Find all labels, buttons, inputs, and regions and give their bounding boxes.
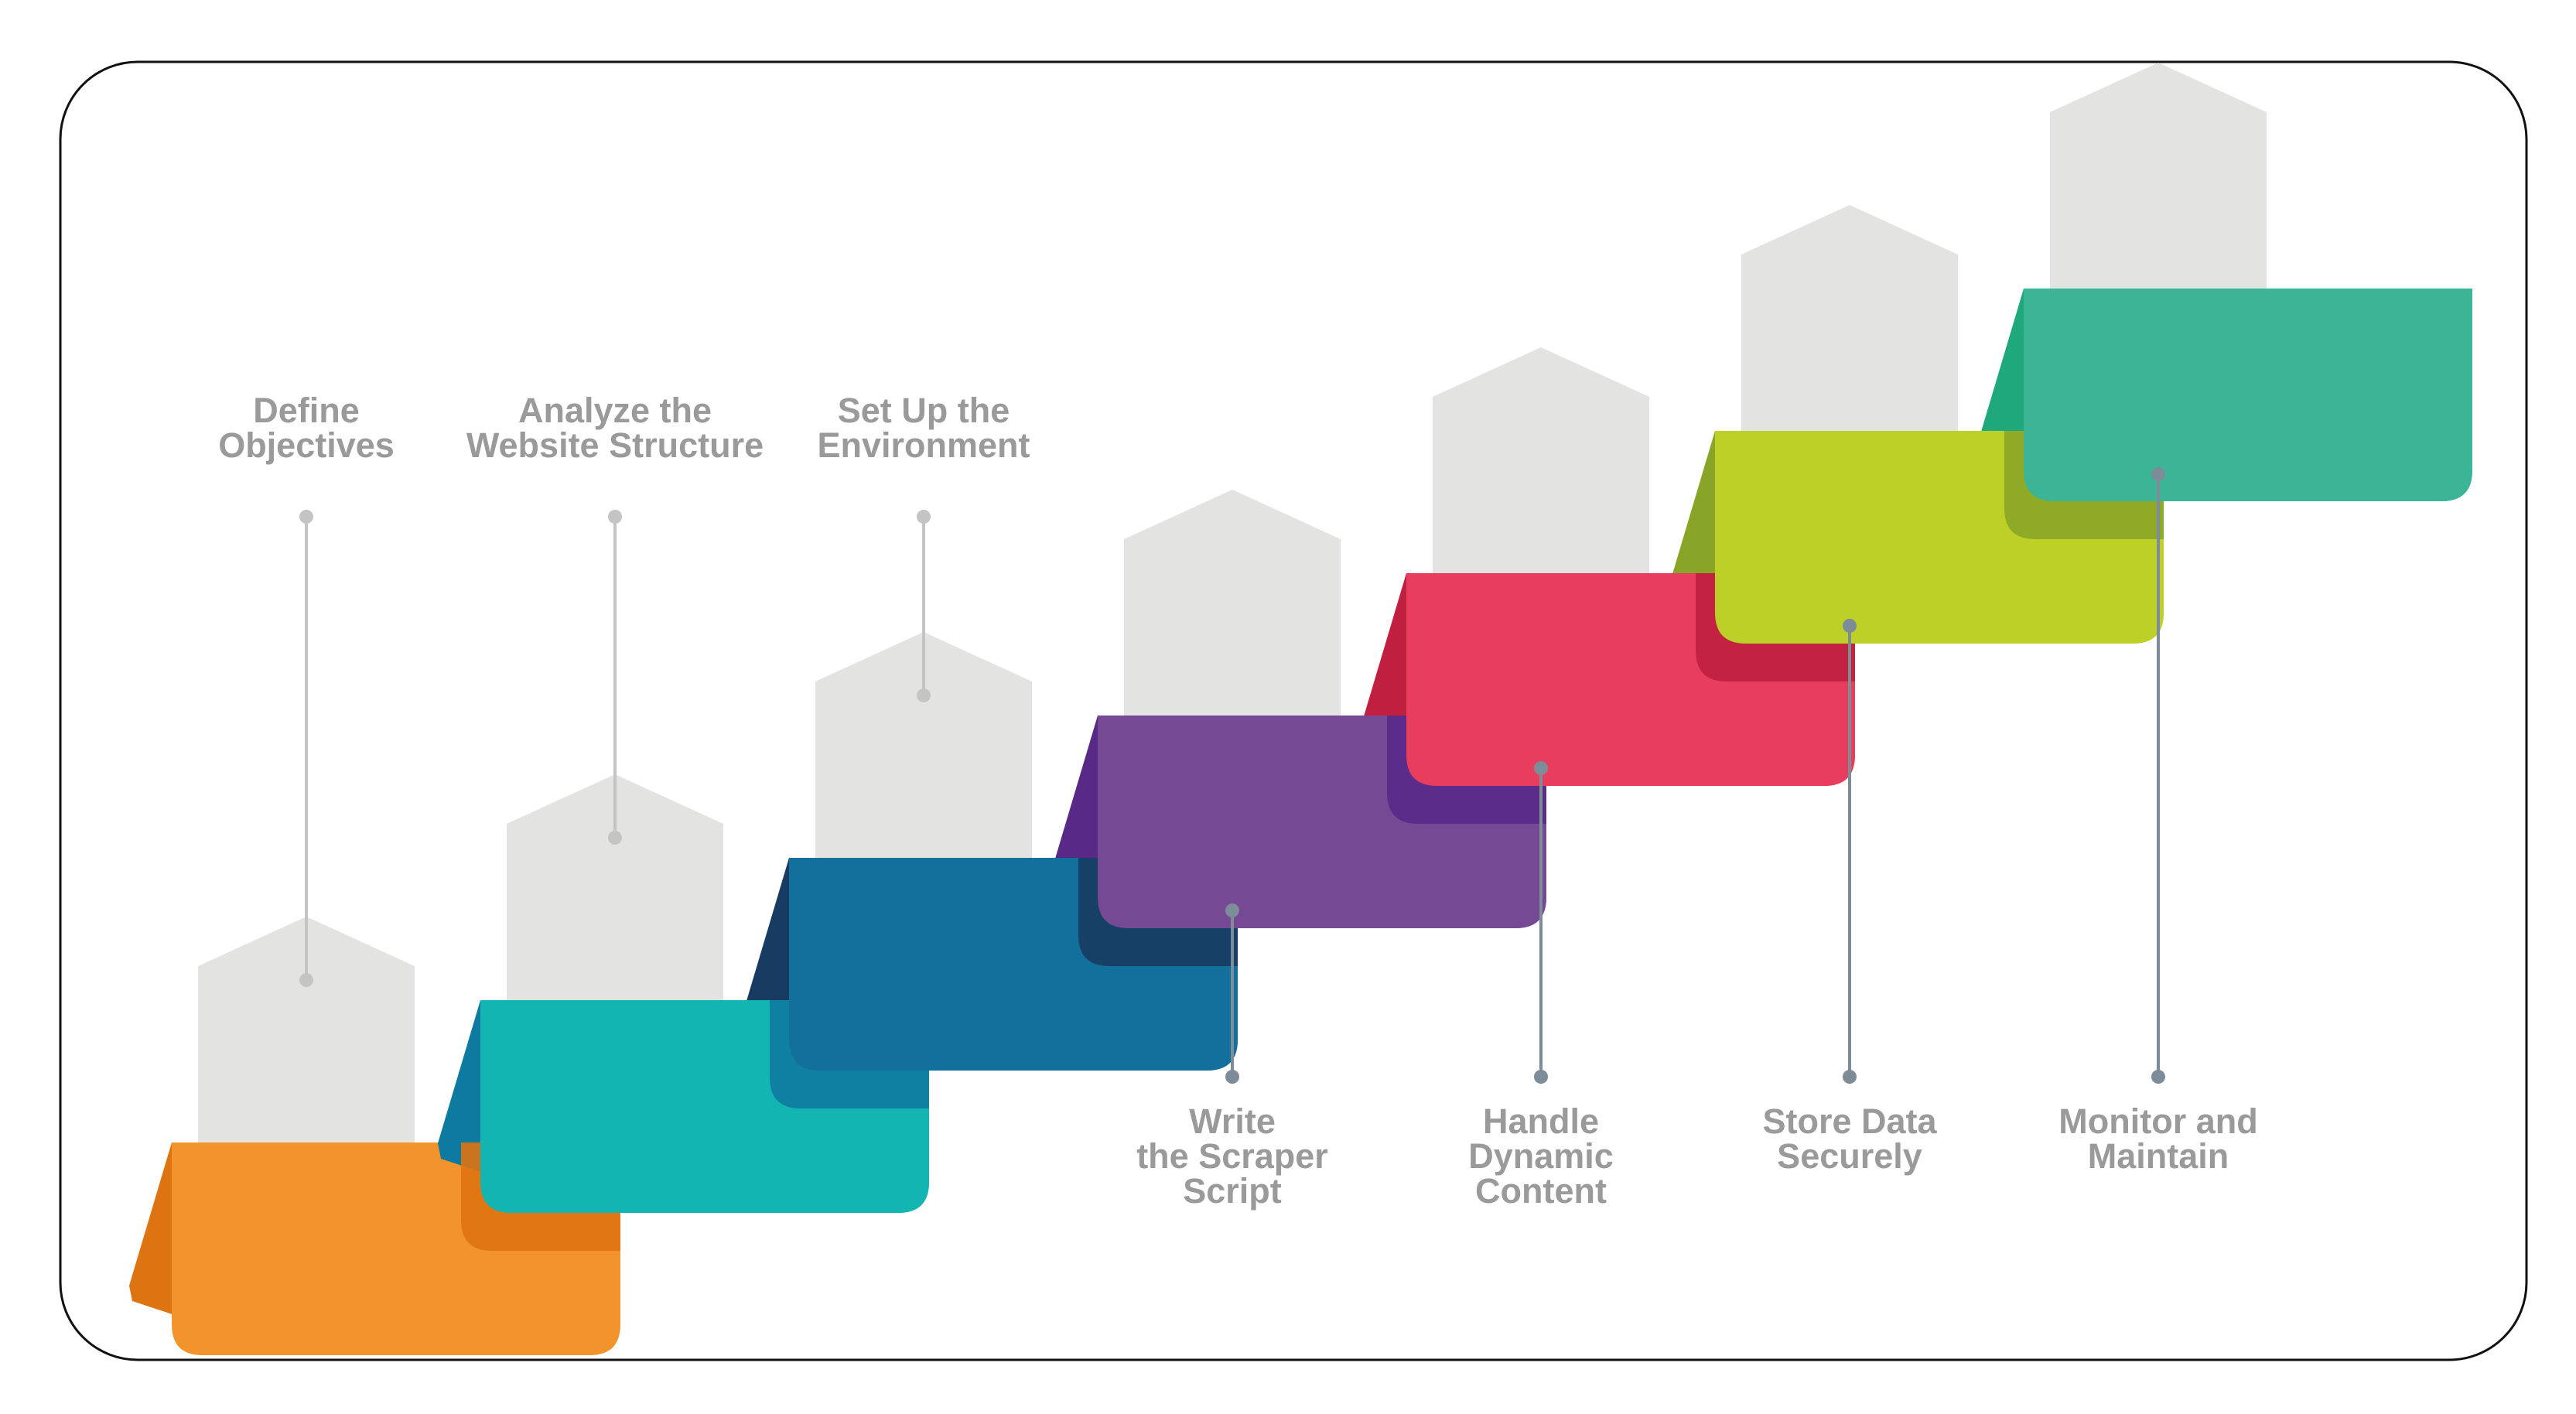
step-1-connector-dot-bottom: [299, 973, 313, 987]
step-1-label-line: Define: [253, 391, 360, 430]
step-3-connector-dot-bottom: [917, 688, 931, 702]
step-2-ghost-pentagon: [507, 774, 723, 1000]
step-6-ghost-pentagon: [1741, 205, 1958, 431]
step-4-ghost-pentagon: [1124, 490, 1341, 716]
step-1-ghost-pentagon: [198, 917, 415, 1142]
step-3-ghost-pentagon: [815, 632, 1032, 858]
step-4-connector-dot-bottom: [1225, 1070, 1239, 1084]
step-5-label-line: Dynamic: [1468, 1136, 1614, 1176]
frame-border: [59, 60, 2528, 1361]
step-2-label-line: Website Structure: [466, 425, 764, 465]
step-3-label-line: Environment: [817, 425, 1030, 465]
step-4-connector-dot-top: [1225, 903, 1239, 917]
step-3-label-line: Set Up the: [837, 391, 1010, 430]
step-6-connector-dot-bottom: [1843, 1070, 1857, 1084]
step-6-connector-dot-top: [1843, 619, 1857, 633]
step-5-label-line: Content: [1475, 1171, 1607, 1211]
step-1-label-line: Objectives: [218, 425, 395, 465]
step-5-connector-dot-bottom: [1534, 1070, 1548, 1084]
step-5-connector-dot-top: [1534, 761, 1548, 775]
step-3-connector-dot-top: [917, 510, 931, 524]
step-7-card-face: [2024, 289, 2472, 501]
step-5-label-line: Handle: [1482, 1101, 1600, 1141]
step-1-connector-dot-top: [299, 510, 313, 524]
step-4-label-line: the Scraper: [1136, 1136, 1328, 1176]
step-6-label-line: Securely: [1777, 1136, 1922, 1176]
step-2-label-line: Analyze the: [518, 391, 712, 430]
step-7-label-line: Monitor and: [2058, 1101, 2258, 1141]
step-4-label-line: Write: [1189, 1101, 1276, 1141]
step-7-connector-dot-bottom: [2151, 1070, 2165, 1084]
step-7-connector-dot-top: [2151, 467, 2165, 481]
step-7-ghost-pentagon: [2050, 63, 2267, 289]
step-6-label-line: Store Data: [1762, 1101, 1937, 1141]
step-2-connector-dot-top: [608, 510, 622, 524]
step-4-label-line: Script: [1183, 1171, 1282, 1211]
step-2-connector-dot-bottom: [608, 831, 622, 845]
step-5-ghost-pentagon: [1433, 347, 1649, 573]
step-7-label-line: Maintain: [2087, 1136, 2229, 1176]
